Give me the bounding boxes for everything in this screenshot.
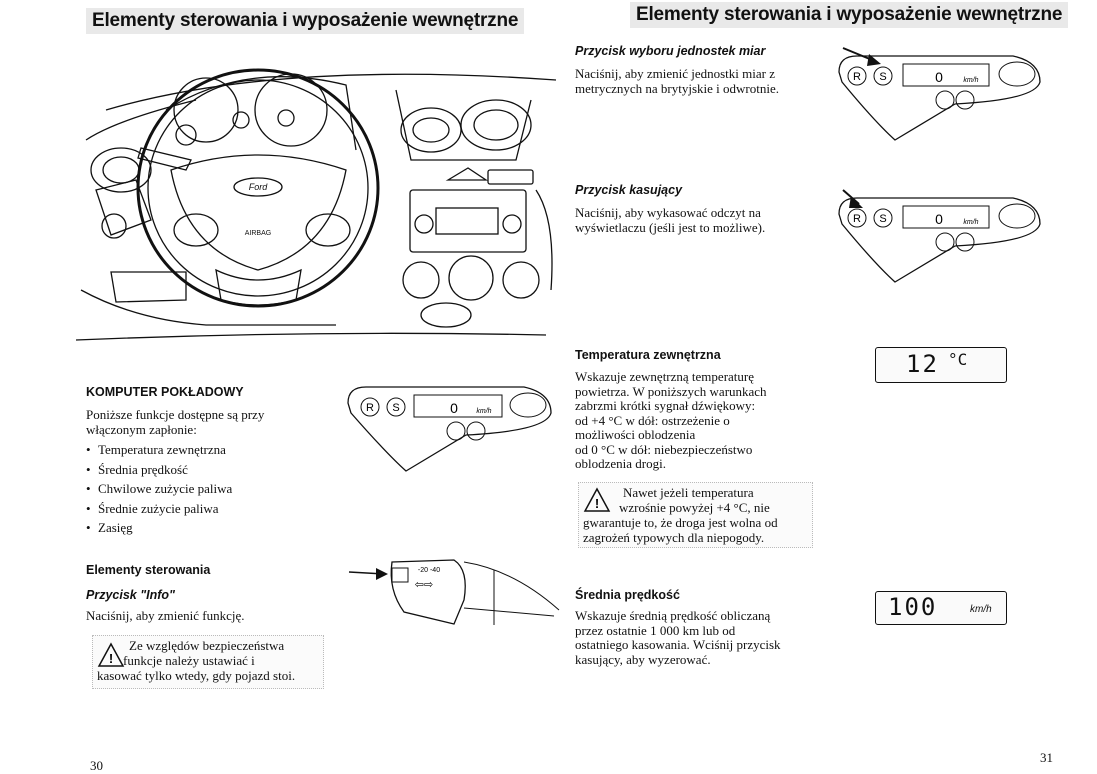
speed-value: 100 [888,593,938,621]
display-unit: km/h [963,77,978,84]
display-unit: km/h [476,408,491,415]
r-button-label: R [853,71,861,83]
list-item: Średnia prędkość [86,460,232,480]
info-button-title: Przycisk "Info" [86,588,175,602]
avg-speed-text: Wskazuje średnią prędkość obliczaną prze… [575,608,781,667]
warning-triangle-icon: ! [97,642,125,667]
dashboard-illustration: AIRBAG Ford [76,68,557,341]
ford-logo-text: Ford [249,182,269,192]
info-button-text: Naciśnij, aby zmienić funkcję. [86,608,245,623]
ice-warning: ! Nawet jeżeli temperatura wzrośnie powy… [578,482,813,548]
speed-display: 100 km/h [875,591,1007,625]
warning-triangle-icon: ! [583,487,611,512]
units-button-text: Naciśnij, aby zmienić jednostki miar z m… [575,66,779,96]
list-item: Temperatura zewnętrzna [86,440,232,460]
temperature-display: 12 °C [875,347,1007,383]
display-digit: 0 [450,400,458,416]
speed-unit: km/h [970,604,992,615]
svg-text:!: ! [595,496,599,511]
display-digit: 0 [935,211,943,227]
r-button-label: R [366,402,374,414]
info-stalk-illustration: -20 -40 ⇦⇨ [348,559,560,625]
r-button-label: R [853,213,861,225]
list-item: Średnie zużycie paliwa [86,499,232,519]
display-unit: km/h [963,219,978,226]
temperature-unit: °C [948,350,968,369]
page-number-right: 31 [1040,750,1053,765]
left-display-diagram: R S 0 km/h [347,386,552,472]
outside-temp-text: Wskazuje zewnętrzną temperaturę powietrz… [575,369,767,471]
left-page-header: Elementy sterowania i wyposażenie wewnęt… [86,8,525,34]
svg-text:⇦⇨: ⇦⇨ [415,579,433,591]
right-page-header: Elementy sterowania i wyposażenie wewnęt… [630,2,1069,28]
computer-title: KOMPUTER POKŁADOWY [86,385,244,399]
units-display-diagram: R S 0 km/h [838,47,1041,141]
computer-functions-list: Temperatura zewnętrzna Średnia prędkość … [86,440,232,538]
reset-button-text: Naciśnij, aby wykasować odczyt na wyświe… [575,205,766,235]
outside-temp-title: Temperatura zewnętrzna [575,348,721,362]
list-item: Zasięg [86,518,232,538]
s-button-label: S [879,213,886,225]
avg-speed-title: Średnia prędkość [575,588,680,602]
units-button-title: Przycisk wyboru jednostek miar [575,44,766,58]
svg-text:!: ! [109,651,113,666]
stalk-scale-label: -20 -40 [418,567,440,574]
controls-title: Elementy sterowania [86,563,211,577]
list-item: Chwilowe zużycie paliwa [86,479,232,499]
reset-button-title: Przycisk kasujący [575,183,683,197]
safety-warning: ! Ze względów bezpieczeństwa funkcje nal… [92,635,324,689]
display-digit: 0 [935,69,943,85]
s-button-label: S [392,402,399,414]
reset-display-diagram: R S 0 km/h [838,189,1041,283]
page-number-left: 30 [90,758,103,773]
s-button-label: S [879,71,886,83]
computer-intro: Poniższe funkcje dostępne są przy włączo… [86,407,265,437]
airbag-label: AIRBAG [245,230,271,237]
temperature-value: 12 [906,350,939,378]
